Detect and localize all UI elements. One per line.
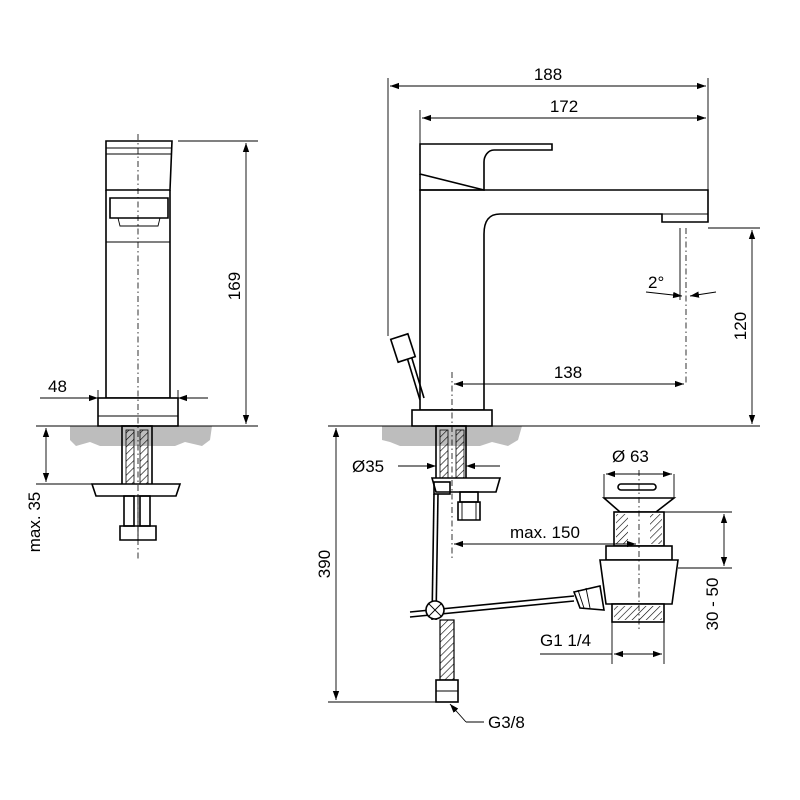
dim-hole-diameter: Ø35 — [352, 457, 384, 476]
side-view: 169 48 max. 35 — [25, 134, 258, 560]
dim-body-height: 169 — [225, 272, 244, 300]
dim-waste-diameter: Ø 63 — [612, 447, 649, 466]
spout-body — [419, 189, 709, 411]
dim-spout-angle: 2° — [648, 273, 664, 292]
front-view: 188 172 2° 120 138 Ø35 Ø 63 max. 150 — [315, 65, 760, 732]
dim-max-thickness: max. 35 — [25, 492, 44, 552]
dim-spout-height: 120 — [731, 312, 750, 340]
dim-waste-thread: G1 1/4 — [540, 631, 591, 650]
lever-front — [419, 143, 553, 192]
dim-rod-length: max. 150 — [510, 523, 580, 542]
dim-hose-length: 390 — [315, 550, 334, 578]
dim-waste-height: 30 - 50 — [703, 578, 722, 631]
dim-spout-length: 172 — [550, 97, 578, 116]
dim-overall-width: 188 — [534, 65, 562, 84]
waste-valve — [572, 470, 679, 630]
dim-base-width: 48 — [48, 377, 67, 396]
dim-spout-reach: 138 — [554, 363, 582, 382]
dim-hose-thread: G3/8 — [488, 713, 525, 732]
